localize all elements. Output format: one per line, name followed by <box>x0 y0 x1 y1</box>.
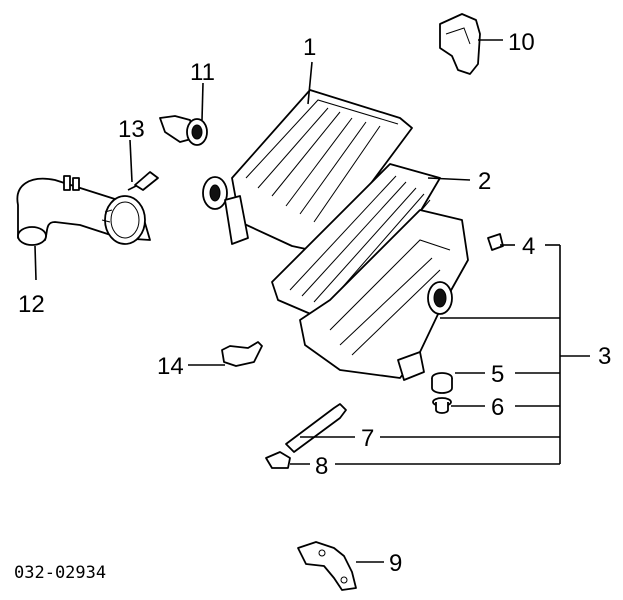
grommet-part-5 <box>431 372 453 394</box>
callout-2: 2 <box>478 168 491 195</box>
callout-14: 14 <box>157 353 184 380</box>
callout-labels: 1 2 3 4 5 6 7 8 9 10 11 12 13 14 032-029… <box>14 29 611 583</box>
callout-12: 12 <box>18 291 45 318</box>
air-cleaner-cover-part-1 <box>202 89 413 253</box>
intake-hose-part-12 <box>16 175 151 246</box>
clip-part-8 <box>265 451 291 469</box>
callout-6: 6 <box>491 394 504 421</box>
callout-8: 8 <box>315 453 328 480</box>
clip-part-4 <box>487 233 504 251</box>
callout-1: 1 <box>303 34 316 61</box>
callout-5: 5 <box>491 361 504 388</box>
collar-part-6 <box>432 397 452 414</box>
callout-4: 4 <box>522 233 535 260</box>
callout-11: 11 <box>190 59 215 86</box>
diagram-code: 032-02934 <box>14 563 106 583</box>
bracket-part-9 <box>297 541 357 591</box>
leader-lines <box>34 39 590 563</box>
bracket-part-10 <box>439 13 481 75</box>
fitting-part-11 <box>159 115 208 146</box>
sensor-part-13 <box>127 171 159 191</box>
callout-7: 7 <box>361 425 374 452</box>
callout-13: 13 <box>118 116 145 143</box>
air-cleaner-case-part-3 <box>299 209 469 381</box>
callout-3: 3 <box>598 343 611 370</box>
bracket-part-7 <box>285 403 347 453</box>
callout-9: 9 <box>389 550 402 577</box>
bracket-part-14 <box>221 341 263 367</box>
callout-10: 10 <box>508 29 535 56</box>
